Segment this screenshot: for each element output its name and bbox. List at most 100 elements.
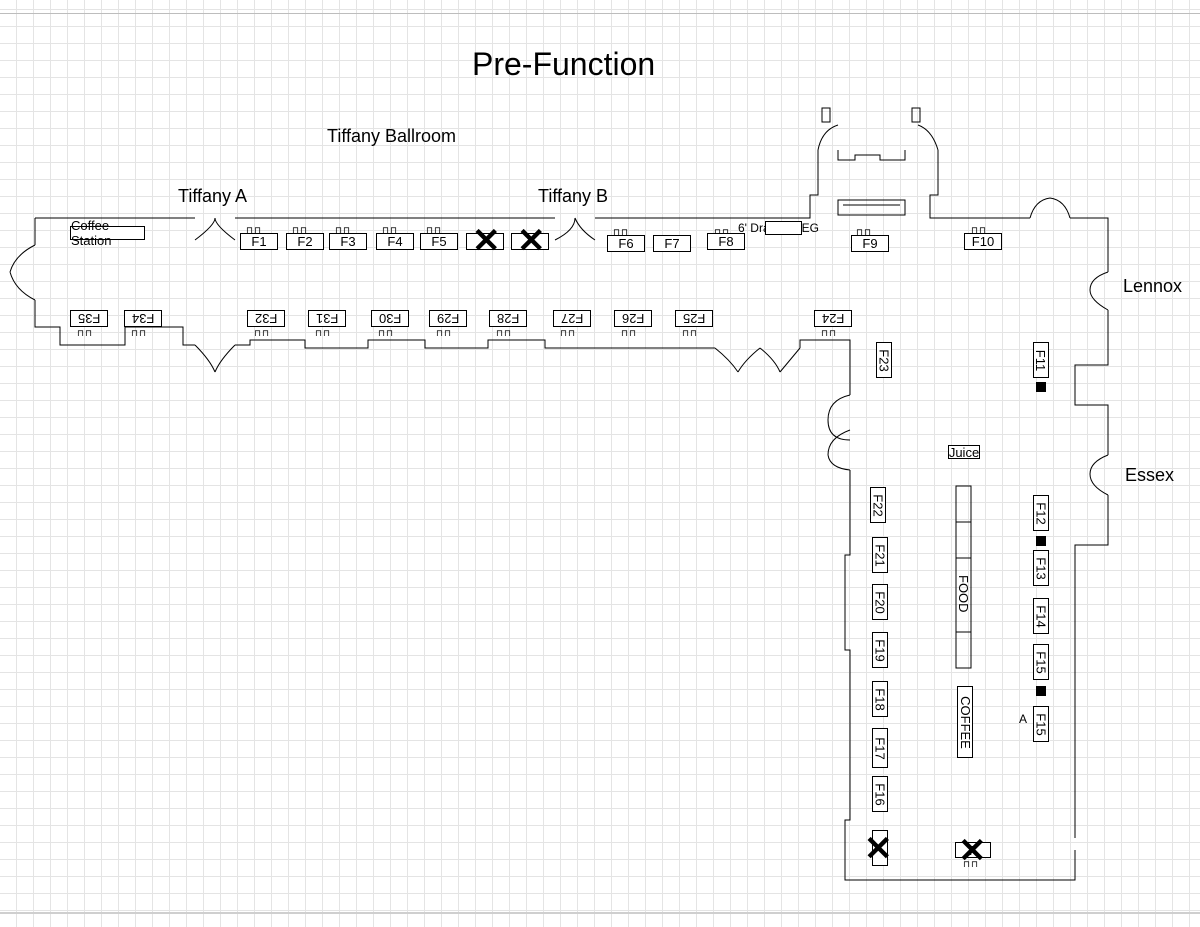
table-f31[interactable]: F31 xyxy=(308,310,346,327)
table-f8[interactable]: F8 xyxy=(707,233,745,250)
power-marker-icon xyxy=(1036,686,1046,696)
chairs-f8: ⊓⊓ xyxy=(714,227,731,237)
label-a: A xyxy=(1019,712,1028,726)
table-f13-label: F13 xyxy=(1033,556,1049,580)
chairs-f32: ⊓⊓ xyxy=(254,328,271,338)
room-lennox: Lennox xyxy=(1123,276,1183,296)
table-f26-label: F26 xyxy=(621,311,645,326)
table-f28[interactable]: F28 xyxy=(489,310,527,327)
table-f32[interactable]: F32 xyxy=(247,310,285,327)
removed-x-icon: ✕ xyxy=(472,222,501,260)
chairs-f24: ⊓⊓ xyxy=(821,328,838,338)
table-f3[interactable]: F3 xyxy=(329,233,367,250)
table-f12-label: F12 xyxy=(1033,501,1049,525)
chairs-f25: ⊓⊓ xyxy=(682,328,699,338)
table-f30-label: F30 xyxy=(378,311,402,326)
table-f3-label: F3 xyxy=(340,234,356,249)
table-f9-label: F9 xyxy=(862,236,878,251)
table-removed-2 xyxy=(511,233,549,250)
registration-table xyxy=(765,221,802,235)
chairs-f34: ⊓⊓ xyxy=(131,328,148,338)
table-f27-label: F27 xyxy=(560,311,584,326)
table-f12[interactable]: F12 xyxy=(1033,495,1049,531)
table-f20[interactable]: F20 xyxy=(872,584,888,620)
table-f29-label: F29 xyxy=(436,311,460,326)
power-marker-icon xyxy=(1036,536,1046,546)
table-f19[interactable]: F19 xyxy=(872,632,888,668)
table-f28-label: F28 xyxy=(496,311,520,326)
table-f23-label: F23 xyxy=(876,348,892,372)
removed-x-icon: ✕ xyxy=(864,830,893,868)
table-f20-label: F20 xyxy=(872,590,888,614)
juice-label: Juice xyxy=(948,444,980,460)
table-f19-label: F19 xyxy=(872,638,888,662)
chairs-f9: ⊓⊓ xyxy=(856,227,873,237)
table-f22[interactable]: F22 xyxy=(870,487,886,523)
table-f14-label: F14 xyxy=(1033,604,1049,628)
coffee-station-label: Coffee Station xyxy=(71,218,112,248)
table-f2[interactable]: F2 xyxy=(286,233,324,250)
table-removed-3 xyxy=(872,830,888,866)
power-marker-icon xyxy=(1036,382,1046,392)
table-f6[interactable]: F6 xyxy=(607,235,645,252)
table-f11[interactable]: F11 xyxy=(1033,342,1049,378)
table-f1[interactable]: F1 xyxy=(240,233,278,250)
chairs-f29: ⊓⊓ xyxy=(436,328,453,338)
table-f30[interactable]: F30 xyxy=(371,310,409,327)
table-f1-label: F1 xyxy=(251,234,267,249)
juice-station: Juice xyxy=(948,444,980,460)
table-f25[interactable]: F25 xyxy=(675,310,713,327)
table-f6-label: F6 xyxy=(618,236,634,251)
table-f35[interactable]: F35 xyxy=(70,310,108,327)
table-f15-label: F15 xyxy=(1033,650,1049,674)
table-f34-label: F34 xyxy=(131,311,155,326)
removed-x-icon: ✕ xyxy=(958,832,987,870)
coffee-station: COFFEE xyxy=(957,686,973,758)
table-f18-label: F18 xyxy=(872,687,888,711)
table-f27[interactable]: F27 xyxy=(553,310,591,327)
chairs-f26: ⊓⊓ xyxy=(621,328,638,338)
table-f15[interactable]: F15 xyxy=(1033,644,1049,680)
table-removed-1 xyxy=(466,233,504,250)
table-f15a[interactable]: F15 xyxy=(1033,706,1049,742)
coffee-station-table: Coffee Station xyxy=(70,218,145,248)
table-f18[interactable]: F18 xyxy=(872,681,888,717)
table-f23[interactable]: F23 xyxy=(876,342,892,378)
table-f10-label: F10 xyxy=(971,234,995,249)
room-tiffany-b: Tiffany B xyxy=(538,186,609,206)
table-f2-label: F2 xyxy=(297,234,313,249)
table-f24[interactable]: F24 xyxy=(814,310,852,327)
chairs-f1: ⊓⊓ xyxy=(246,225,263,235)
table-f14[interactable]: F14 xyxy=(1033,598,1049,634)
chairs-f4: ⊓⊓ xyxy=(382,225,399,235)
food-text: FOOD xyxy=(956,575,971,613)
room-essex: Essex xyxy=(1125,465,1175,485)
table-f8-label: F8 xyxy=(718,234,734,249)
table-f24-label: F24 xyxy=(821,311,845,326)
table-f16[interactable]: F16 xyxy=(872,776,888,812)
table-f16-label: F16 xyxy=(872,782,888,806)
table-f7-label: F7 xyxy=(664,236,680,251)
table-f13[interactable]: F13 xyxy=(1033,550,1049,586)
table-f34[interactable]: F34 xyxy=(124,310,162,327)
table-f26[interactable]: F26 xyxy=(614,310,652,327)
table-f22-label: F22 xyxy=(870,493,886,517)
table-f10[interactable]: F10 xyxy=(964,233,1002,250)
table-f29[interactable]: F29 xyxy=(429,310,467,327)
chairs-f30: ⊓⊓ xyxy=(378,328,395,338)
table-f17-label: F17 xyxy=(872,736,888,760)
table-f9[interactable]: F9 xyxy=(851,235,889,252)
table-f5[interactable]: F5 xyxy=(420,233,458,250)
table-f5-label: F5 xyxy=(431,234,447,249)
removed-x-icon: ✕ xyxy=(517,222,546,260)
chairs-f35: ⊓⊓ xyxy=(77,328,94,338)
table-f7[interactable]: F7 xyxy=(653,235,691,252)
table-f31-label: F31 xyxy=(315,311,339,326)
table-f21[interactable]: F21 xyxy=(872,537,888,573)
table-f4[interactable]: F4 xyxy=(376,233,414,250)
coffee-label: COFFEE xyxy=(957,695,973,749)
room-tiffany-ballroom: Tiffany Ballroom xyxy=(327,126,457,146)
table-f17[interactable]: F17 xyxy=(872,728,888,768)
room-tiffany-a: Tiffany A xyxy=(178,186,248,206)
